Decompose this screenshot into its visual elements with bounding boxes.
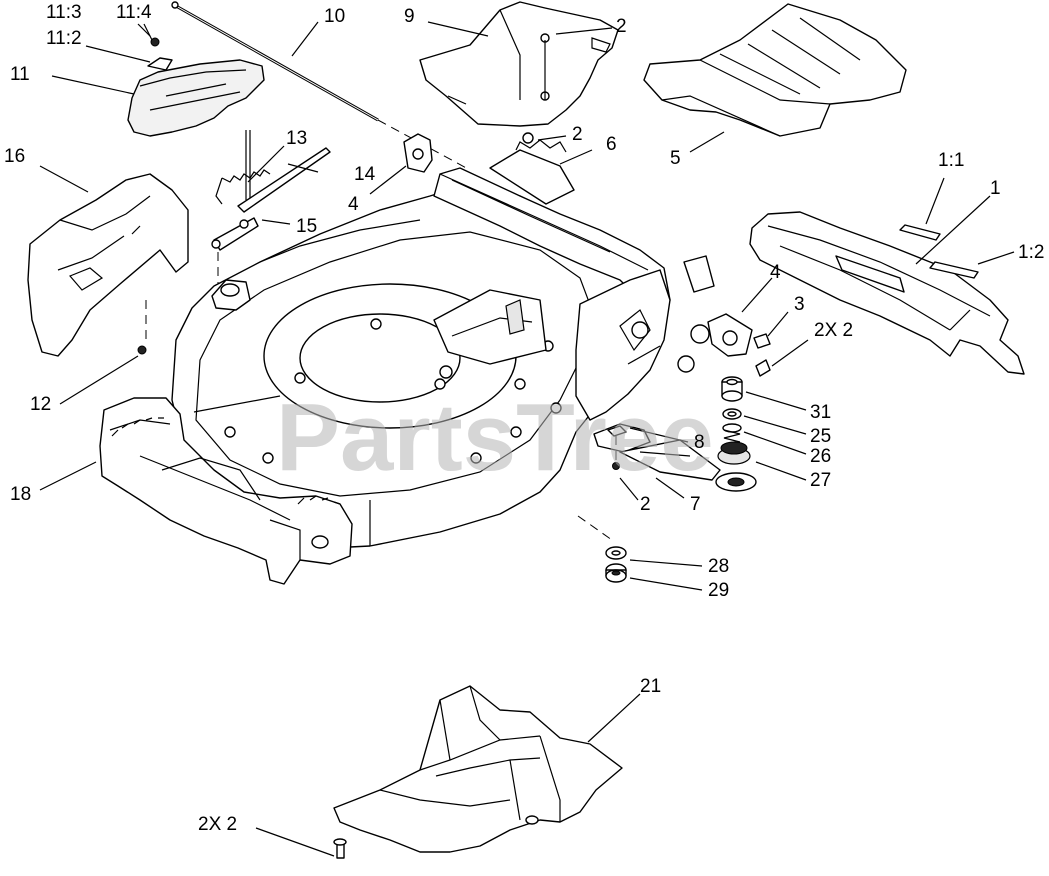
callout-2x2-bottom: 2X 2: [198, 814, 237, 835]
callout-2-low: 2: [640, 494, 651, 515]
part-9-deflector: [419, 1, 619, 127]
part-31-bushing: [721, 376, 743, 402]
part-11-bracket: [127, 37, 265, 200]
callout-12: 12: [30, 394, 51, 415]
part-3-bolt: [753, 333, 771, 349]
part-5-shroud: [643, 3, 907, 137]
callout-28: 28: [708, 556, 729, 577]
callout-13: 13: [286, 128, 307, 149]
watermark: PartsTree: [276, 384, 714, 491]
mower-deck: [171, 167, 671, 549]
callout-11-2: 11:2: [46, 28, 82, 49]
callout-3: 3: [794, 294, 805, 315]
callout-27: 27: [810, 470, 831, 491]
callout-2x2-right: 2X 2: [814, 320, 853, 341]
callout-25: 25: [810, 426, 831, 447]
callout-5: 5: [670, 148, 681, 169]
part-27-gear: [715, 441, 757, 492]
callout-15: 15: [296, 216, 317, 237]
part-25-washer: [722, 408, 742, 420]
part-4-pivot-left: [403, 133, 433, 173]
part-21-mulch-plug: [333, 685, 623, 853]
callout-4-left: 4: [348, 194, 359, 215]
part-7-bar: [619, 439, 721, 481]
callout-21: 21: [640, 676, 661, 697]
callout-11-4: 11:4: [116, 2, 152, 23]
part-29-nut: [605, 563, 627, 583]
callout-1-2: 1:2: [1018, 242, 1044, 263]
callout-2-mid: 2: [572, 124, 583, 145]
callout-1-1: 1:1: [938, 150, 964, 171]
part-2-screw-low: [612, 436, 620, 470]
callout-18: 18: [10, 484, 31, 505]
callout-8: 8: [694, 432, 705, 453]
part-1-1-decal: [899, 224, 941, 241]
part-15-bracket: [211, 217, 259, 284]
callout-11-3: 11:3: [46, 2, 82, 23]
part-16-side-cover: [27, 173, 189, 357]
part-14-rod: [237, 147, 331, 213]
callout-10: 10: [324, 6, 345, 27]
part-1-cover: [749, 211, 1025, 375]
callout-6: 6: [606, 134, 617, 155]
callout-2-top: 2: [616, 16, 627, 37]
callout-11: 11: [10, 64, 30, 85]
part-8-latch: [593, 423, 651, 453]
callout-4-right: 4: [770, 262, 781, 283]
part-12-screw: [137, 300, 147, 355]
callout-14: 14: [354, 164, 376, 185]
callout-16: 16: [4, 146, 25, 167]
part-28-washer: [577, 515, 627, 560]
callout-1: 1: [990, 178, 1001, 199]
part-2-screw-bottom: [333, 838, 347, 859]
part-26-spring: [722, 423, 742, 443]
part-2-bolt-right: [755, 359, 771, 377]
part-1-2-decal: [929, 261, 979, 279]
callout-9: 9: [404, 6, 415, 27]
callout-labels: 11:3 11:4 11:2 11 10 9 2 2 6 5 16 13 14 …: [4, 2, 1044, 835]
leader-lines: [39, 21, 1015, 857]
part-4-pivot-right: [677, 255, 753, 373]
part-18-front-skirt: [99, 397, 353, 585]
part-13-spring: [215, 169, 271, 205]
callout-26: 26: [810, 446, 831, 467]
callout-29: 29: [708, 580, 729, 601]
callout-7: 7: [690, 494, 701, 515]
callout-31: 31: [810, 402, 831, 423]
